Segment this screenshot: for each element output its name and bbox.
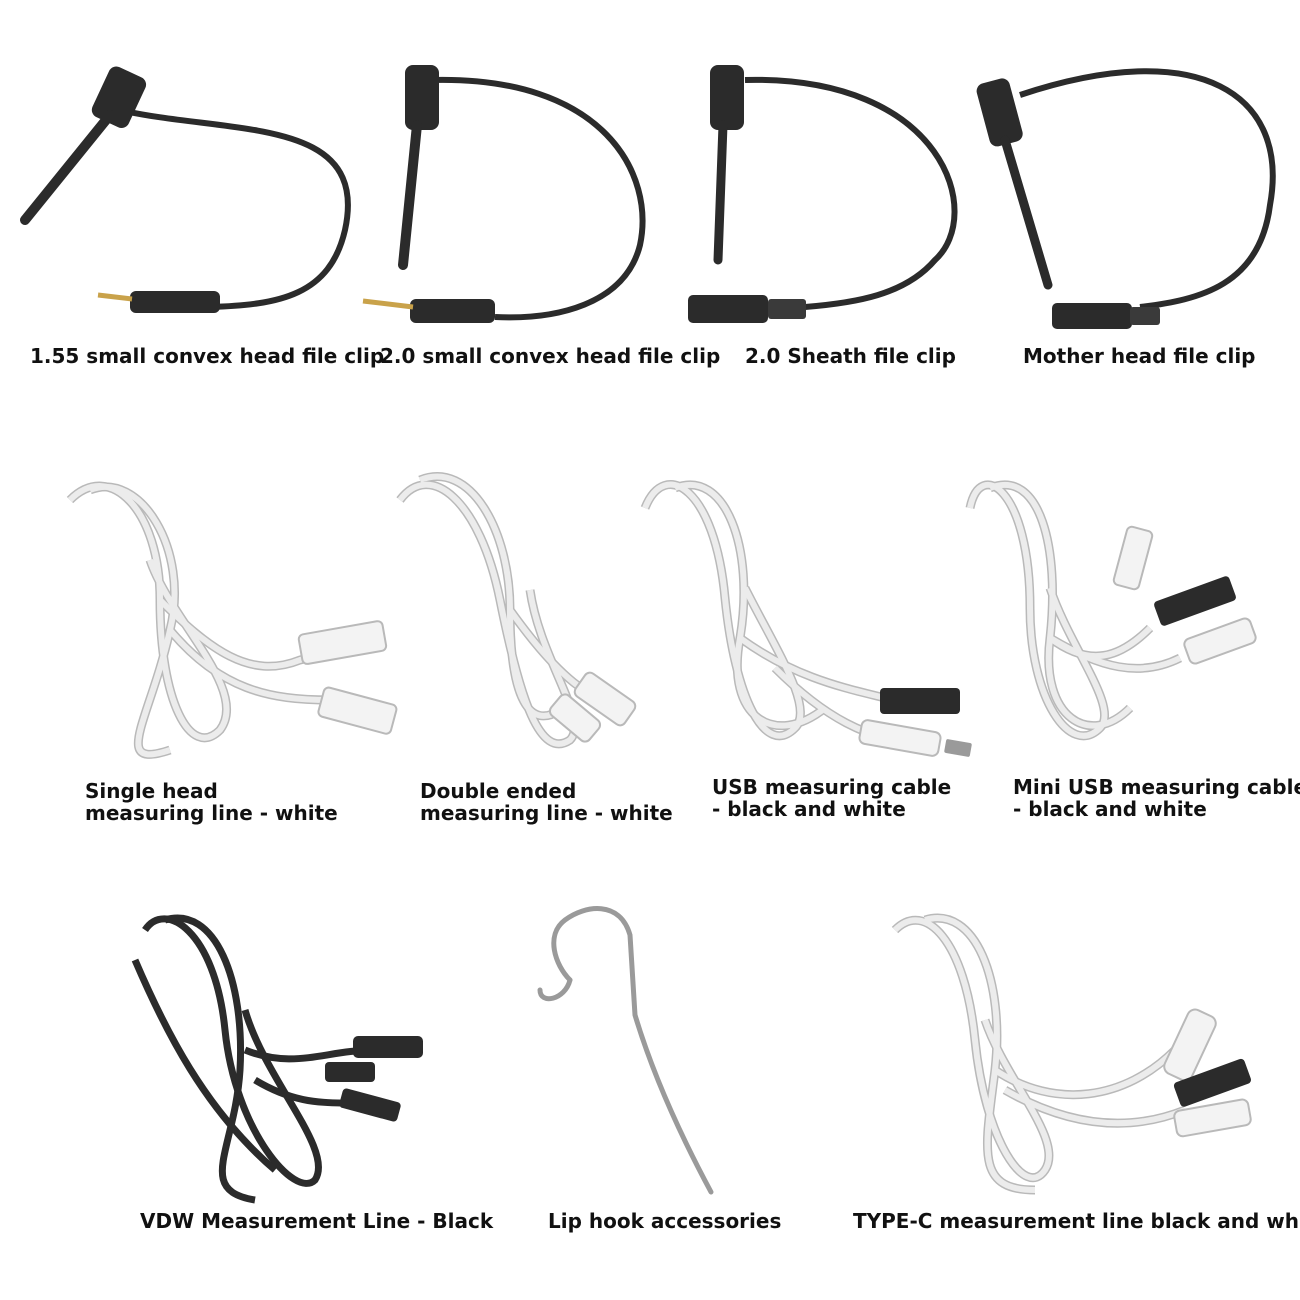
caption-line-2: - black and white xyxy=(712,797,906,821)
white-cable-image xyxy=(891,913,1252,1195)
product-mini-usb-cable: Mini USB measuring cable - black and whi… xyxy=(940,468,1300,828)
product-vdw-line: VDW Measurement Line - Black xyxy=(110,910,493,1240)
caption: Lip hook accessories xyxy=(548,1209,782,1233)
white-cable-image xyxy=(640,480,972,757)
caption: USB measuring cable - black and white xyxy=(712,776,951,820)
caption-line-2: measuring line - white xyxy=(420,801,673,825)
caption-line-2: measuring line - white xyxy=(85,801,338,825)
caption: TYPE-C measurement line black and white xyxy=(853,1209,1300,1233)
clip-cable-image xyxy=(976,68,1276,329)
product-20-sheath-clip: 2.0 Sheath file clip xyxy=(685,55,985,375)
product-double-ended-line: Double ended measuring line - white xyxy=(380,470,700,830)
caption: Double ended measuring line - white xyxy=(420,780,673,824)
caption: VDW Measurement Line - Black xyxy=(140,1209,494,1233)
product-single-head-line: Single head measuring line - white xyxy=(50,470,400,830)
product-mother-head-clip: Mother head file clip xyxy=(960,55,1290,375)
caption: Mini USB measuring cable - black and whi… xyxy=(1013,776,1300,820)
caption-line-1: USB measuring cable xyxy=(712,775,952,799)
white-cable-image xyxy=(965,480,1257,741)
white-cable-image xyxy=(396,472,637,749)
lip-hook-image xyxy=(537,906,714,1195)
product-lip-hook: Lip hook accessories xyxy=(505,905,781,1240)
caption-line-2: - black and white xyxy=(1013,797,1207,821)
black-cable-image xyxy=(131,914,423,1204)
clip-cable-image xyxy=(362,65,646,323)
caption: 1.55 small convex head file clip xyxy=(30,344,385,368)
caption: 2.0 small convex head file clip xyxy=(380,344,721,368)
product-type-c-line: TYPE-C measurement line black and white xyxy=(845,910,1300,1240)
caption-line-1: Mini USB measuring cable xyxy=(1013,775,1300,799)
white-cable-image xyxy=(66,481,398,759)
caption: 2.0 Sheath file clip xyxy=(745,344,956,368)
caption: Mother head file clip xyxy=(1023,344,1256,368)
product-usb-cable: USB measuring cable - black and white xyxy=(625,468,985,828)
product-20-convex-clip: 2.0 small convex head file clip xyxy=(355,55,720,375)
product-155-convex-clip: 1.55 small convex head file clip xyxy=(10,55,384,375)
clip-cable-image xyxy=(20,66,351,313)
caption: Single head measuring line - white xyxy=(85,780,338,824)
caption-line-1: Single head xyxy=(85,779,218,803)
clip-cable-image xyxy=(688,65,958,323)
caption-line-1: Double ended xyxy=(420,779,577,803)
